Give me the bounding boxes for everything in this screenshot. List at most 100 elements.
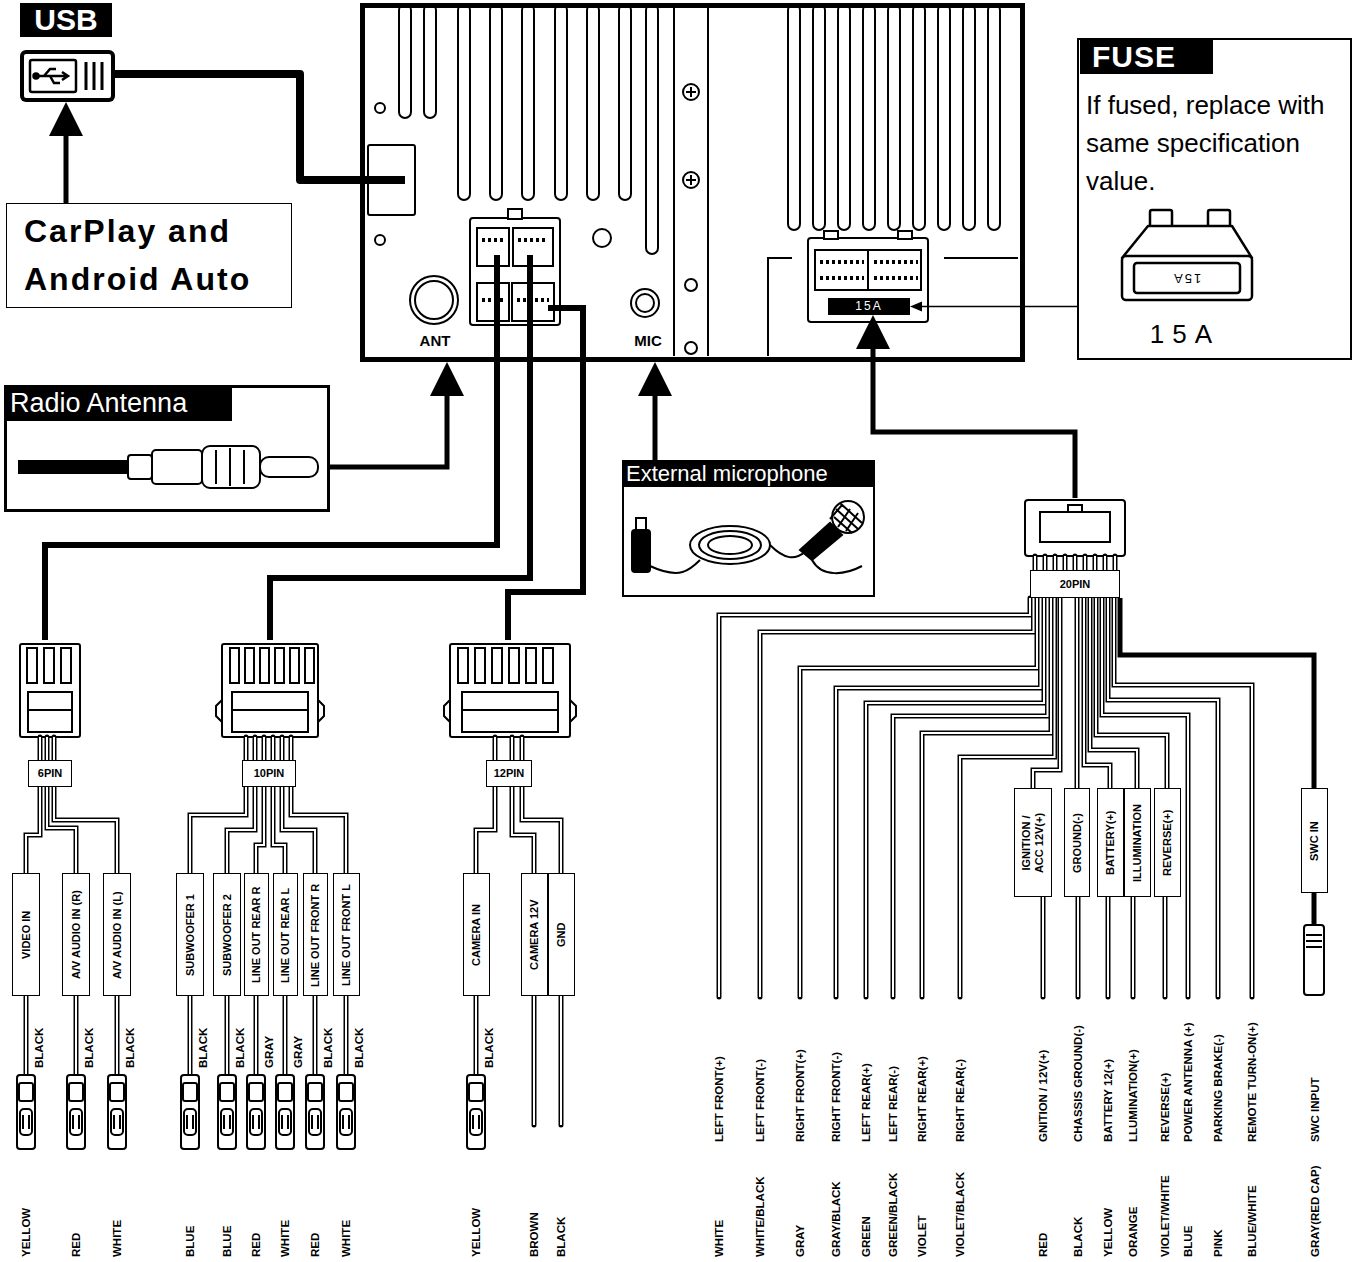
connector [1096,598,1167,788]
fuse-note-box: FUSEIf fused, replace with same specific… [1077,38,1352,360]
connector-plug [230,648,239,683]
port-label: MIC [628,332,668,350]
wire-color: RED [1036,1233,1050,1257]
wire-color: BLACK [123,1028,137,1068]
connector-plug [275,648,284,683]
signal-name: PARKING BRAKE(-) [1211,1034,1225,1142]
wire-color: BROWN [527,1212,541,1257]
callout-box: CarPlay and Android Auto [6,203,292,308]
head-unit-chassis [674,4,1018,356]
harness-plug: 20PIN [1025,498,1125,598]
arrowhead [430,362,464,396]
wire-function-box: GROUND(-) [1064,788,1090,897]
wire-function-label: CAMERA 12V [528,900,541,971]
signal-name: RIGHT REAR(-) [953,1059,967,1142]
usb-cable [360,176,405,184]
head-unit-chassis [375,103,385,113]
wire-color: BLACK [196,1028,210,1068]
heading: FUSE [1080,40,1213,74]
head-unit-chassis [587,4,599,200]
wire-color: WHITE/BLACK [753,1177,767,1258]
connector-plug [458,648,468,683]
connector [476,787,495,873]
wire [26,556,1252,1125]
wire-function-label: A/V AUDIO IN (L) [111,891,124,979]
wire-function-label: SWC IN [1308,821,1321,861]
wire [534,996,561,1125]
head-unit-chassis [988,4,1000,230]
connector [1077,598,1078,788]
accessory-box: Radio Antenna [4,385,330,512]
connector-plug [27,648,37,683]
antenna-plug [18,446,318,488]
fuse-rating: 15A [828,298,910,315]
head-unit-chassis [788,4,800,230]
signal-name: REVERSE(+) [1158,1073,1172,1142]
connector-plug [222,644,318,737]
antenna-plug [260,457,318,477]
callout-text: CarPlay and Android Auto [24,207,286,303]
signal-name: LEFT REAR(+) [859,1063,873,1142]
connector-line [476,787,495,873]
rca-plugs [306,1075,324,1149]
wire-function-box: A/V AUDIO IN (L) [103,873,131,996]
microphone [636,518,646,530]
connector-plug [290,648,299,683]
connector-line [330,386,447,467]
signal-name: GNITION / 12V(+) [1036,1050,1050,1142]
head-unit-chassis [555,4,567,200]
connector-plug [245,648,254,683]
wire-color: YELLOW [19,1208,33,1257]
head-unit-chassis [813,4,825,230]
signal-name: LEFT REAR(-) [886,1066,900,1142]
wire-core [26,787,40,873]
wire-color: BLACK [82,1028,96,1068]
wire-function-label: BATTERY(+) [1104,811,1117,875]
connector-plug [1306,935,1322,947]
connector-plug [232,709,308,711]
wire-color: GRAY [793,1225,807,1257]
head-unit-chassis [685,279,697,291]
signal-name: RIGHT FRONT(+) [793,1049,807,1142]
wire-core [476,787,495,873]
connector [54,787,117,873]
wire-color: BLACK [32,1028,46,1068]
wire-color: ORANGE [1126,1207,1140,1257]
connector [508,362,583,640]
connector-plug [61,648,71,683]
antenna-plug [128,455,152,479]
rca-plugs [67,1075,85,1149]
rca-plugs [247,1075,265,1149]
wire-function-label: LINE OUT FRONT R [309,883,322,986]
wire-color: VIOLET/BLACK [953,1172,967,1257]
microphone [690,526,770,564]
microphone [708,536,752,554]
head-unit-chassis [368,4,1018,356]
connector-line [291,787,346,873]
wire-core [282,787,315,873]
wire-color: GRAY/BLACK [829,1181,843,1257]
wire-core [291,787,346,873]
connector-line [522,787,561,873]
usb-plug [34,74,39,79]
usb-port-icon: USB [20,50,115,102]
signal-name: LEFT FRONT(-) [753,1059,767,1142]
head-unit-chassis [593,229,611,247]
connector-line [227,787,255,873]
wire [246,737,291,760]
connector [638,362,672,460]
connector-line [873,339,1075,498]
microphone [770,545,805,557]
wire-color: GREEN [859,1216,873,1257]
connector-plug [260,648,269,683]
port-label: ANT [415,332,455,350]
signal-name: RIGHT FRONT(-) [829,1052,843,1142]
wire-function-label: A/V AUDIO IN (R) [70,890,83,979]
connector [282,787,315,873]
wire-function-box: CAMERA 12V [521,873,548,996]
arrowhead [638,362,672,396]
head-unit-chassis [685,342,697,354]
wire-function-label: SUBWOOFER 1 [184,894,197,976]
connector-label: 12PIN [486,760,532,787]
connector-plug [462,709,558,711]
